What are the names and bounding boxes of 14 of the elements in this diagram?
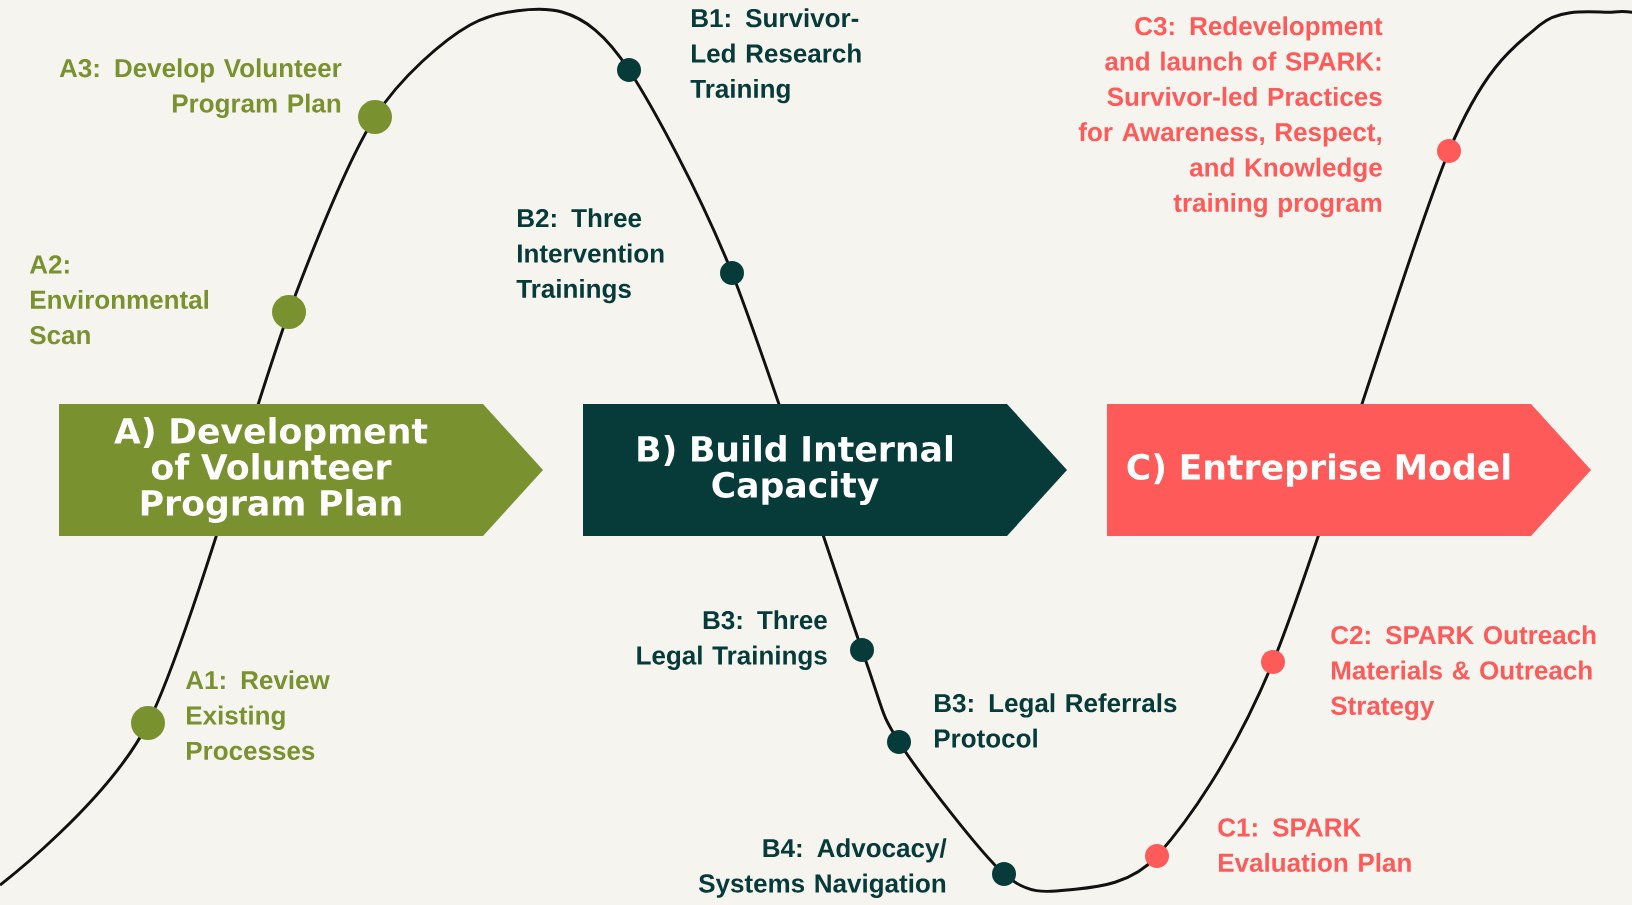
chevron-banner: B) Build Internal Capacity: [583, 404, 1067, 536]
chevron-banner: A) Development of Volunteer Program Plan: [59, 404, 543, 536]
milestone-label: B3: Three Legal Trainings: [637, 610, 827, 670]
milestone-label: A1: Review Existing Processes: [185, 670, 330, 760]
milestone-label: C1: SPARK Evaluation Plan: [1218, 818, 1411, 872]
milestone-label: C2: SPARK Outreach Materials & Outreach Strategy: [1331, 625, 1596, 721]
milestone-label: C3: Redevelopment and launch of SPARK: Survivor-led Practices for Awareness, Respect, and Knowledge training program: [1078, 16, 1383, 218]
chevron-banner: C) Entreprise Model: [1107, 404, 1591, 536]
milestone-label: B2: Three Intervention Trainings: [516, 208, 664, 304]
milestone-label: B4: Advocacy/ Systems Navigation: [698, 838, 947, 898]
milestone-label: B3: Legal Referrals Protocol: [935, 693, 1177, 748]
milestone-label: A3: Develop Volunteer Program Plan: [59, 58, 342, 118]
milestone-label: A2: Environmental Scan: [29, 255, 208, 345]
milestone-label: B1: Survivor-Led Research Training: [690, 8, 861, 104]
